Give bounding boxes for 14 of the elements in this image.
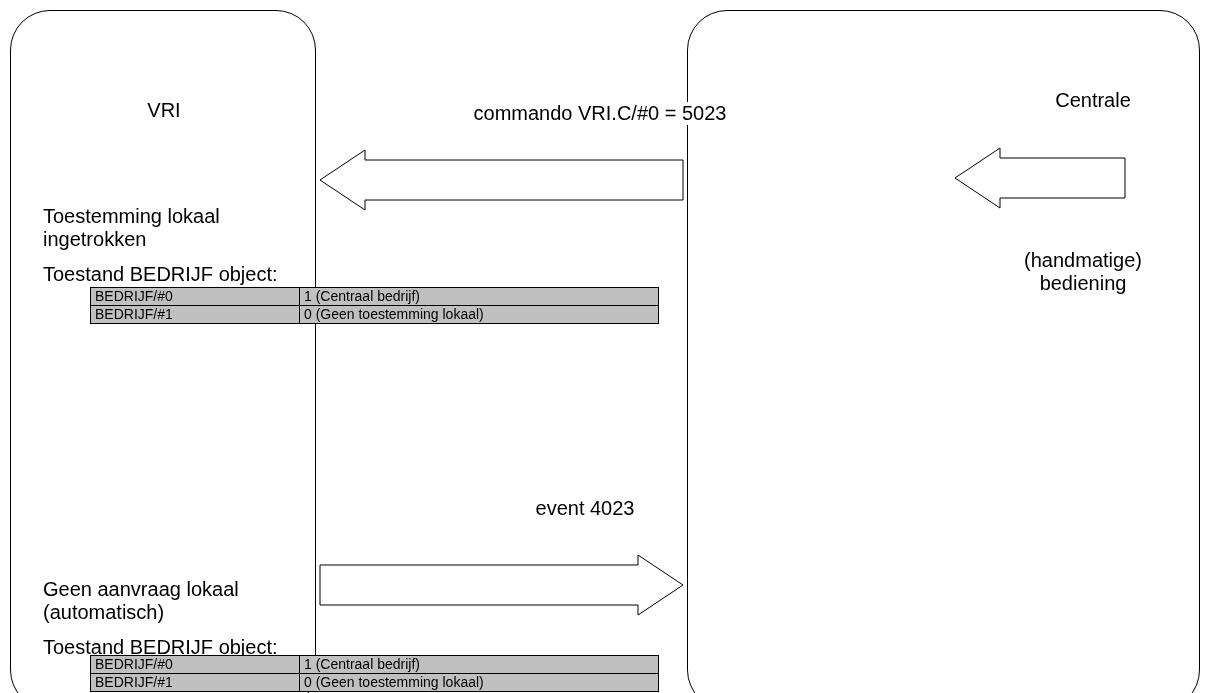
table-cell: BEDRIJF/#0 (90, 655, 300, 674)
label-text: Toestand BEDRIJF object: (43, 263, 278, 286)
node-title: VRI (146, 99, 182, 122)
label-text: Toestemming lokaal ingetrokken (43, 205, 221, 251)
label-text: Geen aanvraag lokaal (automatisch) (43, 578, 240, 624)
table-cell: BEDRIJF/#0 (90, 287, 300, 306)
node-text: (handmatige) bediening (1023, 249, 1143, 295)
edge-label: commando VRI.C/#0 = 5023 (473, 102, 727, 125)
table-cell: 1 (Centraal bedrijf) (299, 287, 659, 306)
node-title: Centrale (1054, 89, 1132, 112)
block-arrow (319, 554, 684, 616)
label-text: Toestand BEDRIJF object: (43, 636, 278, 658)
block-arrow (319, 149, 684, 211)
table-cell: 1 (Centraal bedrijf) (299, 655, 659, 674)
